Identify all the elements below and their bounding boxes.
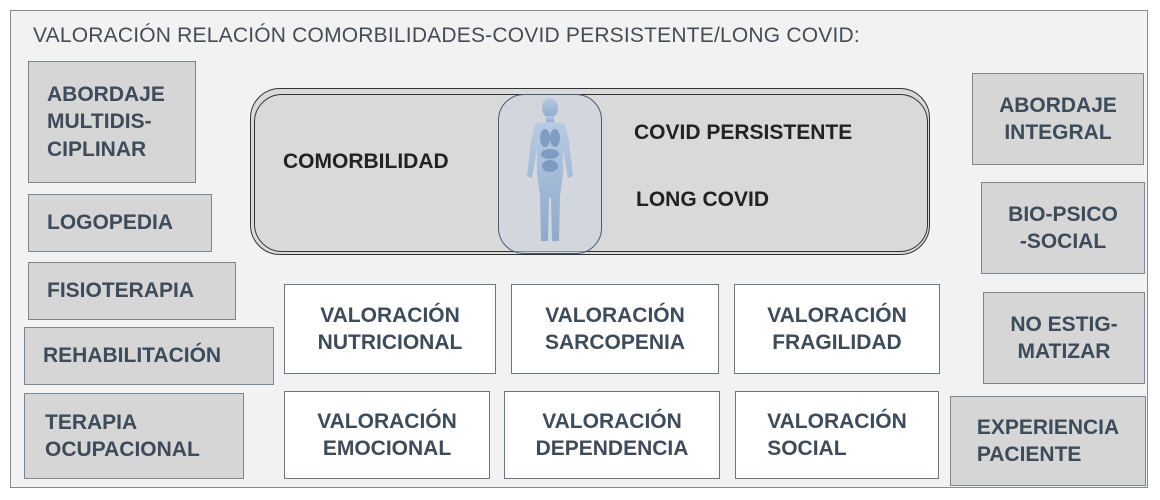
long-covid-label: LONG COVID: [636, 188, 770, 211]
box-line: VALORACIÓN: [320, 303, 460, 327]
box-valoracion-fragilidad: VALORACIÓN FRAGILIDAD: [734, 284, 940, 374]
box-line: CIPLINAR: [47, 137, 147, 161]
box-label: LOGOPEDIA: [47, 211, 174, 235]
box-line: VALORACIÓN: [767, 303, 907, 327]
box-line: MULTIDIS-: [47, 110, 152, 134]
box-line: EXPERIENCIA: [976, 415, 1120, 439]
box-no-estigmatizar: NO ESTIG- MATIZAR: [983, 292, 1145, 384]
box-line: VALORACIÓN: [545, 303, 685, 327]
box-line: BIO-PSICO: [1008, 202, 1118, 226]
box-line: VALORACIÓN: [317, 409, 457, 433]
box-line: VALORACIÓN: [767, 409, 907, 433]
box-line: INTEGRAL: [1004, 121, 1112, 144]
box-line: EMOCIONAL: [322, 437, 452, 460]
box-line: -SOCIAL: [1019, 230, 1107, 253]
box-valoracion-sarcopenia: VALORACIÓN SARCOPENIA: [511, 284, 719, 374]
human-body-icon: [527, 98, 573, 241]
box-line: PACIENTE: [976, 443, 1082, 466]
box-label: FISIOTERAPIA: [47, 279, 195, 303]
box-fisioterapia: FISIOTERAPIA: [28, 262, 236, 320]
box-rehabilitacion: REHABILITACIÓN: [24, 327, 274, 385]
box-abordaje-integral: ABORDAJE INTEGRAL: [972, 73, 1144, 165]
box-line: FRAGILIDAD: [772, 331, 902, 354]
box-line: VALORACIÓN: [542, 409, 682, 433]
box-line: DEPENDENCIA: [535, 437, 689, 460]
box-bio-psico-social: BIO-PSICO -SOCIAL: [981, 182, 1145, 274]
box-label: REHABILITACIÓN: [43, 344, 222, 368]
box-line: SOCIAL: [767, 437, 847, 460]
box-valoracion-nutricional: VALORACIÓN NUTRICIONAL: [284, 284, 496, 374]
covid-persistente-label: COVID PERSISTENTE: [634, 121, 853, 144]
box-valoracion-emocional: VALORACIÓN EMOCIONAL: [284, 391, 490, 479]
box-line: SARCOPENIA: [544, 331, 686, 354]
box-line: NO ESTIG-: [1010, 312, 1118, 336]
box-abordaje-multidisciplinar: ABORDAJE MULTIDIS- CIPLINAR: [28, 61, 196, 183]
diagram-title: VALORACIÓN RELACIÓN COMORBILIDADES-COVID…: [33, 24, 860, 47]
box-logopedia: LOGOPEDIA: [28, 194, 212, 252]
box-line: ABORDAJE: [999, 93, 1117, 117]
comorbilidad-label: COMORBILIDAD: [283, 150, 449, 173]
box-line: TERAPIA: [45, 410, 138, 434]
box-terapia-ocupacional: TERAPIA OCUPACIONAL: [24, 393, 244, 479]
box-line: MATIZAR: [1017, 340, 1111, 363]
box-line: OCUPACIONAL: [45, 438, 200, 461]
box-line: ABORDAJE: [47, 83, 165, 107]
box-valoracion-dependencia: VALORACIÓN DEPENDENCIA: [504, 391, 720, 479]
box-valoracion-social: VALORACIÓN SOCIAL: [735, 391, 939, 479]
box-experiencia-paciente: EXPERIENCIA PACIENTE: [950, 396, 1146, 486]
box-line: NUTRICIONAL: [317, 331, 463, 354]
